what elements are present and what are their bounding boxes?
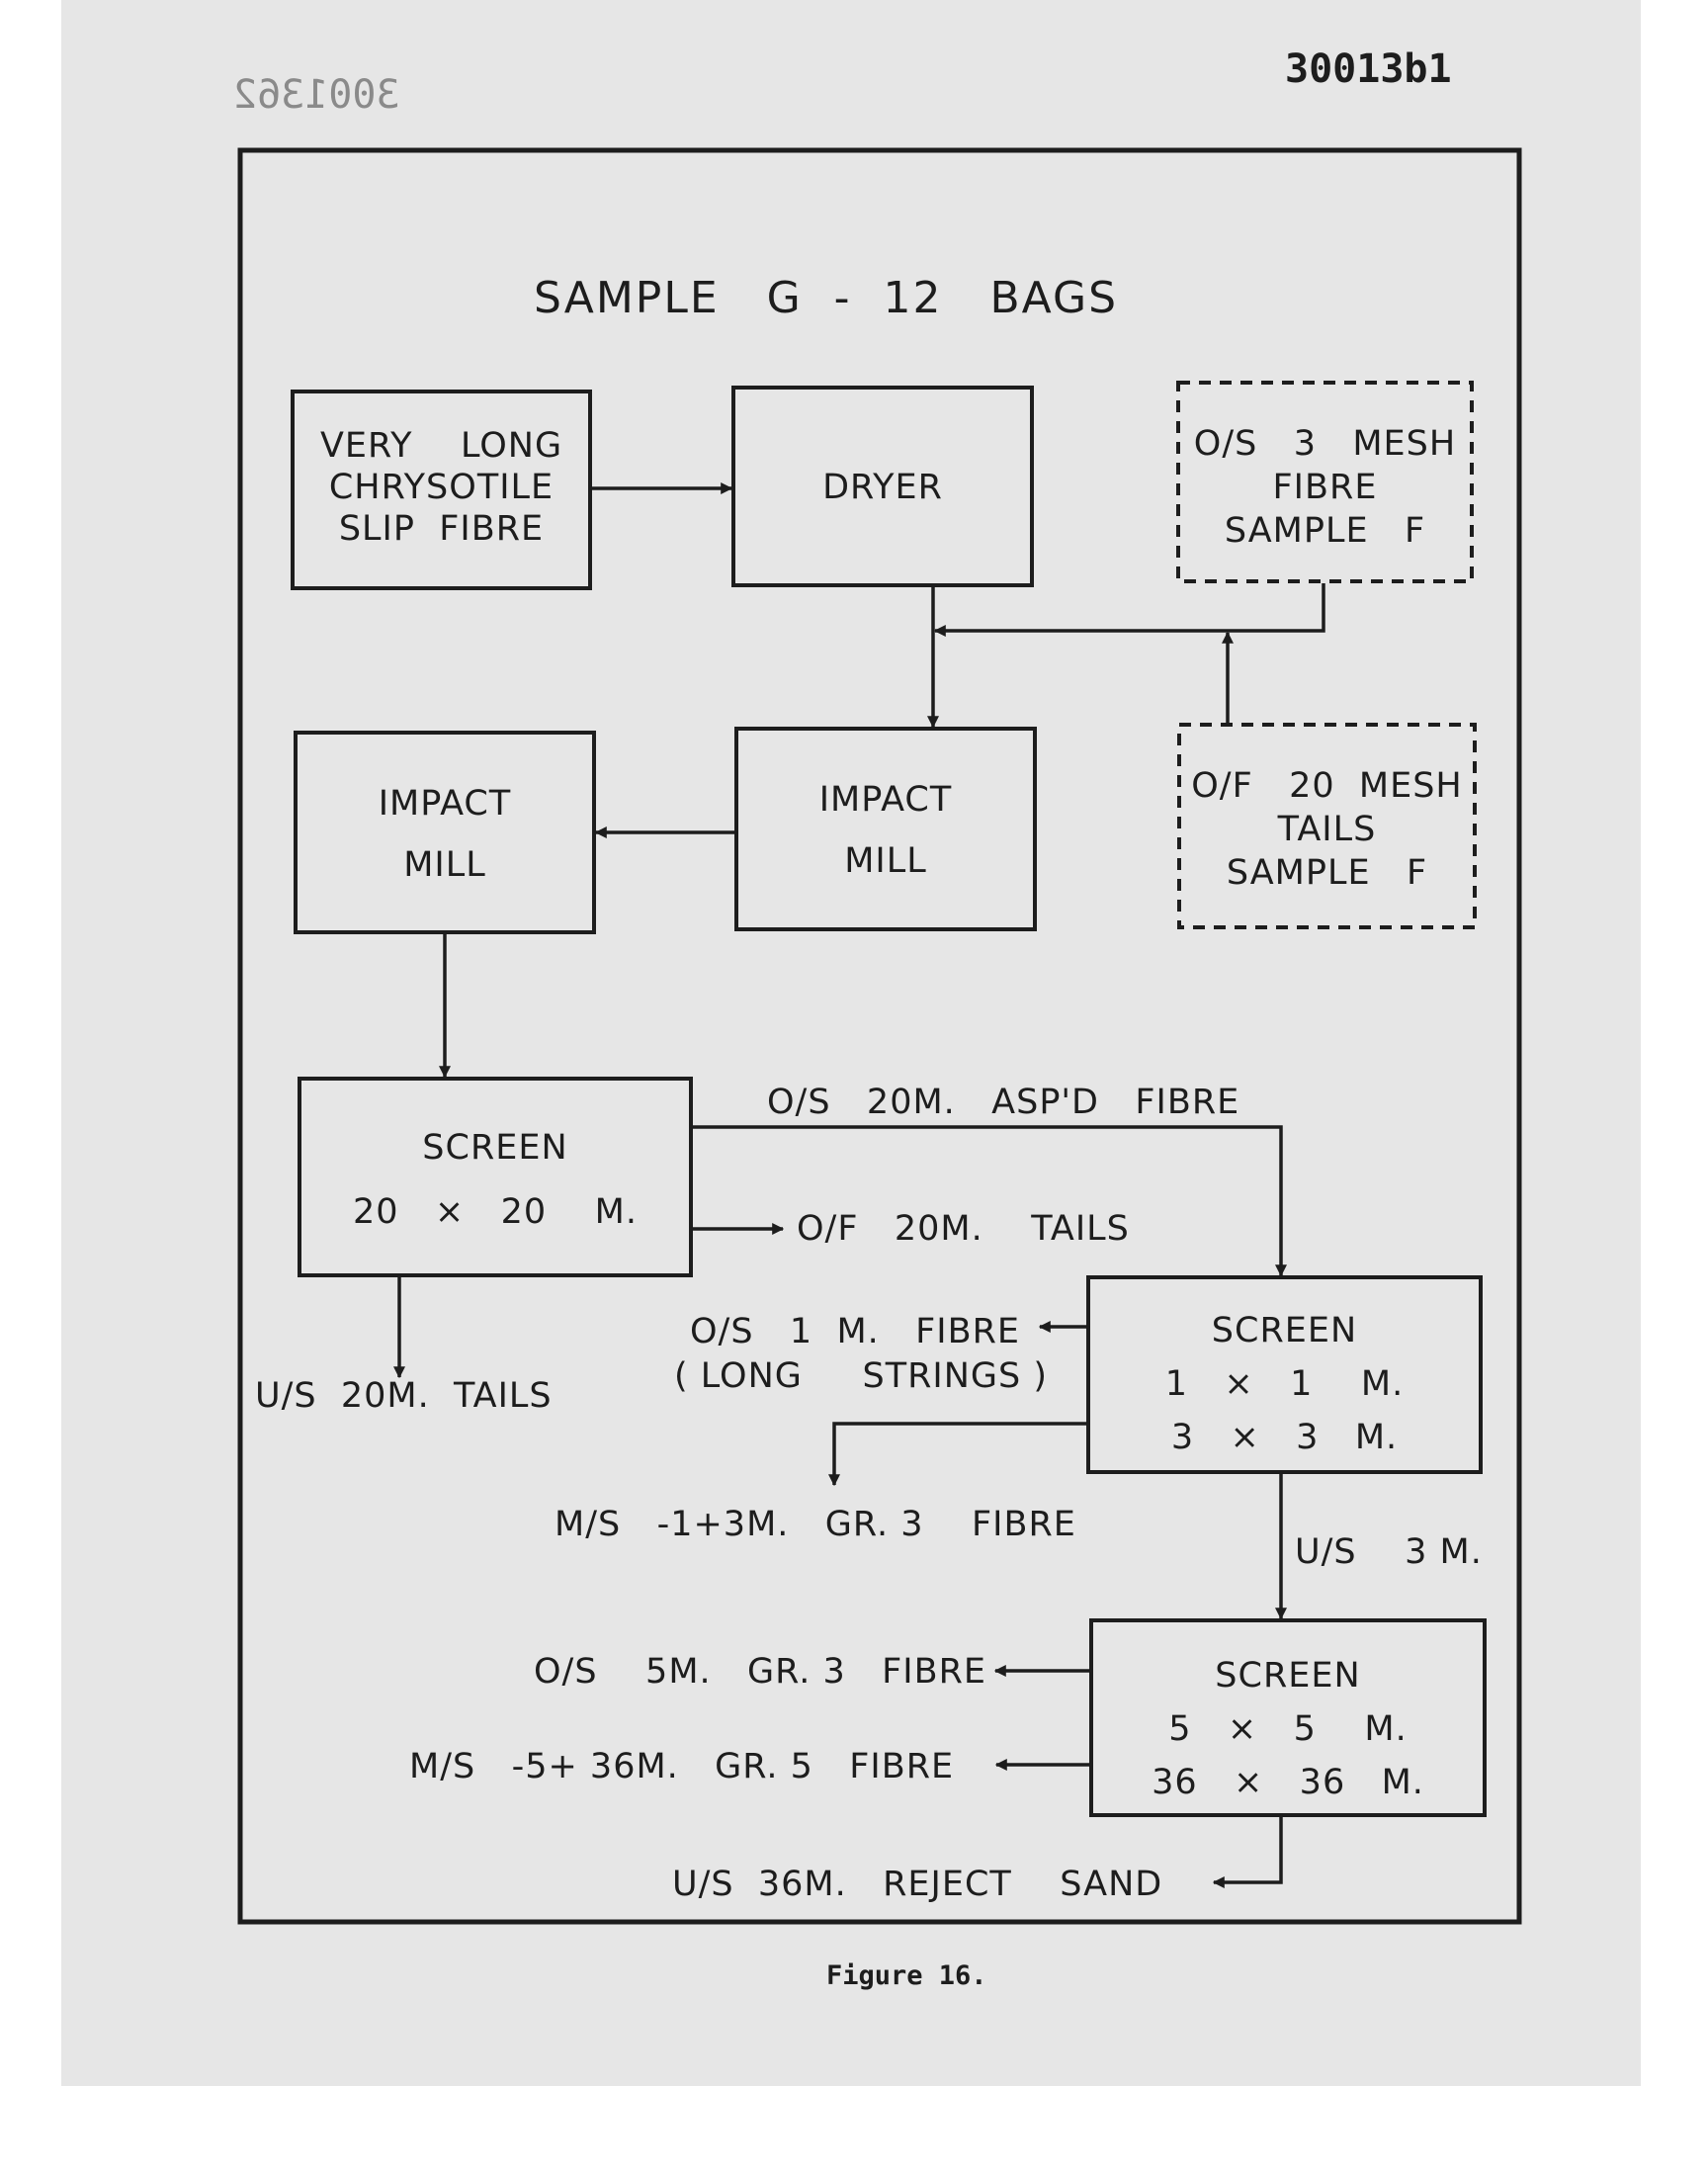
box-line: CHRYSOTILE — [328, 468, 555, 507]
page-document-number: 30013b1 — [1285, 46, 1452, 92]
diagram-title: SAMPLE G - 12 BAGS — [534, 273, 1119, 323]
label-us3: U/S 3 M. — [1295, 1532, 1483, 1572]
box-line: O/S 3 MESH — [1193, 424, 1457, 464]
label-ms-gr3-fibre: M/S -1+3M. GR. 3 FIBRE — [555, 1505, 1076, 1544]
box-line: 5 × 5 M. — [1168, 1709, 1408, 1749]
label-os1-fibre: O/S 1 M. FIBRE — [690, 1312, 1021, 1351]
box-screen20-outline — [298, 1077, 693, 1277]
box-line: SLIP FIBRE — [338, 509, 545, 549]
box-line: SCREEN — [422, 1128, 568, 1168]
box-screen1-outline — [1086, 1275, 1483, 1474]
label-os5-gr3-fibre: O/S 5M. GR. 3 FIBRE — [534, 1652, 987, 1692]
box-screen-20x20: SCREEN 20 × 20 M. — [299, 1131, 691, 1230]
box-line: FIBRE — [1272, 468, 1378, 507]
box-line: TAILS — [1277, 810, 1377, 849]
box-screen-5x5-36x36: SCREEN 5 × 5 M. 36 × 36 M. — [1091, 1659, 1485, 1800]
box-dryer: DRYER — [733, 471, 1032, 505]
diagram-frame — [237, 147, 1522, 1925]
box-line: SCREEN — [1211, 1311, 1358, 1350]
label-of20-tails: O/F 20M. TAILS — [797, 1209, 1130, 1249]
box-of20-outline — [1177, 723, 1477, 929]
box-line: 3 × 3 M. — [1170, 1418, 1399, 1457]
mirrored-document-number: 3001362 — [233, 72, 400, 118]
arrow-screen5-reject-sand — [1212, 1815, 1283, 1888]
box-of20-mesh-tails: O/F 20 MESH TAILS SAMPLE F — [1179, 769, 1475, 891]
label-long-strings: ( LONG STRINGS ) — [674, 1356, 1049, 1396]
box-line: IMPACT — [818, 780, 953, 820]
document-sheet: 3001362 30013b1 SAMPLE G - 12 BAGS VERY … — [61, 0, 1641, 2086]
label-us36-reject-sand: U/S 36M. REJECT SAND — [672, 1865, 1163, 1904]
box-line: VERY LONG — [319, 426, 563, 466]
box-os3-mesh-fibre: O/S 3 MESH FIBRE SAMPLE F — [1178, 427, 1472, 549]
label-us20-tails: U/S 20M. TAILS — [255, 1376, 553, 1416]
box-impact-mill-right-outline — [734, 727, 1037, 931]
label-ms-gr5-fibre: M/S -5+ 36M. GR. 5 FIBRE — [409, 1747, 955, 1786]
box-line: IMPACT — [378, 784, 512, 824]
box-line: SCREEN — [1215, 1656, 1361, 1696]
box-line: DRYER — [822, 468, 943, 507]
box-os3-outline — [1176, 381, 1474, 583]
box-very-long-chrysotile: VERY LONG CHRYSOTILE SLIP FIBRE — [293, 429, 590, 547]
box-line: 36 × 36 M. — [1152, 1763, 1424, 1802]
arrow-os3-return — [933, 583, 1325, 637]
box-impact-mill-left: IMPACT MILL — [296, 787, 594, 883]
arrow-screen20-to-screen1 — [691, 1125, 1287, 1277]
figure-caption: Figure 16. — [826, 1960, 987, 1991]
box-line: SAMPLE F — [1226, 853, 1428, 893]
box-line: 20 × 20 M. — [353, 1192, 638, 1232]
box-line: MILL — [403, 845, 486, 885]
arrow-screen1-ms-gr3 — [828, 1422, 1088, 1487]
box-screen5-outline — [1089, 1618, 1487, 1817]
box-line: 1 × 1 M. — [1164, 1364, 1405, 1404]
box-dryer-outline — [731, 386, 1034, 587]
box-line: O/F 20 MESH — [1191, 766, 1463, 806]
label-os20-aspd-fibre: O/S 20M. ASP'D FIBRE — [767, 1083, 1240, 1122]
box-impact-mill-right: IMPACT MILL — [736, 783, 1035, 879]
box-line: MILL — [844, 841, 927, 881]
flow-diagram-lines — [237, 147, 1522, 1925]
box-screen-1x1-3x3: SCREEN 1 × 1 M. 3 × 3 M. — [1088, 1314, 1481, 1455]
box-line: SAMPLE F — [1224, 511, 1426, 551]
